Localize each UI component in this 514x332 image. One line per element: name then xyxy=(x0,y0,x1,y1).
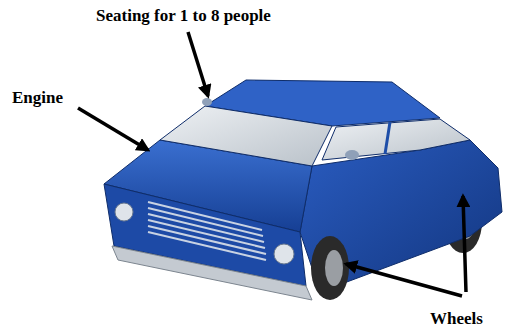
front-wheel xyxy=(311,236,349,300)
mirror xyxy=(202,98,212,106)
headlight xyxy=(115,203,133,221)
windshield xyxy=(160,106,332,166)
side-window xyxy=(322,119,470,160)
car-side xyxy=(300,140,502,292)
mirror xyxy=(345,150,359,160)
leader-arrow xyxy=(78,108,148,150)
leader-arrow xyxy=(463,196,466,292)
headlight xyxy=(274,244,294,264)
leader-arrow xyxy=(346,264,462,296)
bumper xyxy=(112,246,312,300)
part-label: Wheels xyxy=(430,309,483,329)
front-hubcap xyxy=(325,250,343,286)
window-pillar xyxy=(385,122,390,154)
grille xyxy=(148,202,266,260)
part-label: Seating for 1 to 8 people xyxy=(96,6,271,26)
part-label: Engine xyxy=(12,88,63,108)
leader-arrow xyxy=(188,32,208,96)
